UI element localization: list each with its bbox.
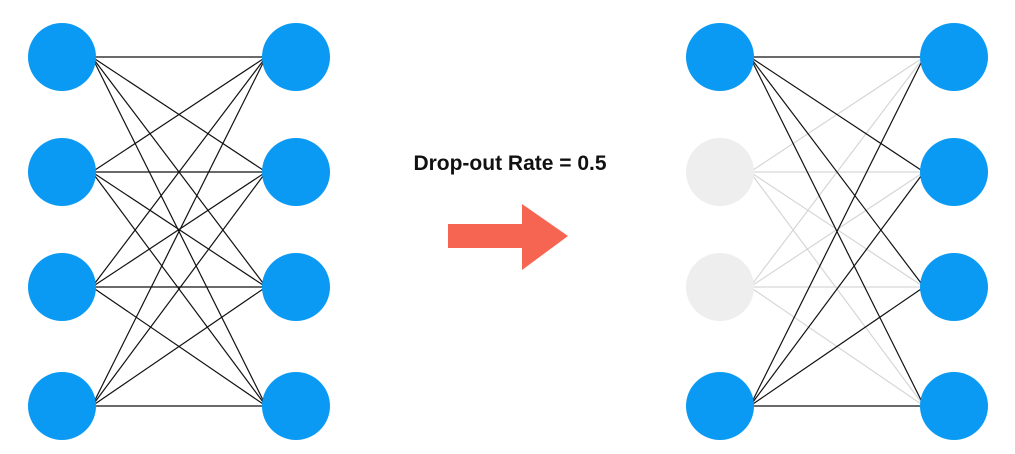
connection-edge-dropout-3-1 (749, 171, 925, 407)
neuron-node-full-right-0 (262, 23, 330, 91)
connection-edge-full-3-0 (91, 56, 267, 407)
neuron-node-full-left-2 (28, 253, 96, 321)
dropped-connection-edge-dropout-2-1 (749, 171, 925, 288)
neuron-node-full-left-3 (28, 372, 96, 440)
nodes-dropout (686, 23, 988, 440)
dropout-rate-title: Drop-out Rate = 0.5 (413, 152, 607, 175)
neuron-node-full-right-2 (262, 253, 330, 321)
connection-edge-dropout-0-1 (749, 56, 925, 173)
neuron-node-full-right-3 (262, 372, 330, 440)
dropped-neuron-node-dropout-left-2 (686, 253, 754, 321)
connection-edge-full-2-0 (91, 56, 267, 288)
connection-edge-dropout-3-2 (749, 286, 925, 407)
neuron-node-full-right-1 (262, 138, 330, 206)
connection-edge-dropout-0-2 (749, 56, 925, 288)
connection-edge-full-1-0 (91, 56, 267, 173)
edges-dropout (749, 56, 925, 407)
neuron-node-dropout-right-3 (920, 372, 988, 440)
neuron-node-dropout-left-0 (686, 23, 754, 91)
neuron-node-dropout-right-0 (920, 23, 988, 91)
neuron-node-full-left-0 (28, 23, 96, 91)
network-dropout (686, 23, 988, 440)
connection-edge-full-3-2 (91, 286, 267, 407)
connection-edge-full-3-1 (91, 171, 267, 407)
connection-edge-dropout-3-0 (749, 56, 925, 407)
nodes-full (28, 23, 330, 440)
neuron-node-dropout-right-1 (920, 138, 988, 206)
neuron-node-dropout-right-2 (920, 253, 988, 321)
dropped-neuron-node-dropout-left-1 (686, 138, 754, 206)
network-full (28, 23, 330, 440)
neuron-node-full-left-1 (28, 138, 96, 206)
connection-edge-full-2-1 (91, 171, 267, 288)
edges-full (91, 56, 267, 407)
right-arrow-icon (448, 204, 568, 270)
neuron-node-dropout-left-3 (686, 372, 754, 440)
